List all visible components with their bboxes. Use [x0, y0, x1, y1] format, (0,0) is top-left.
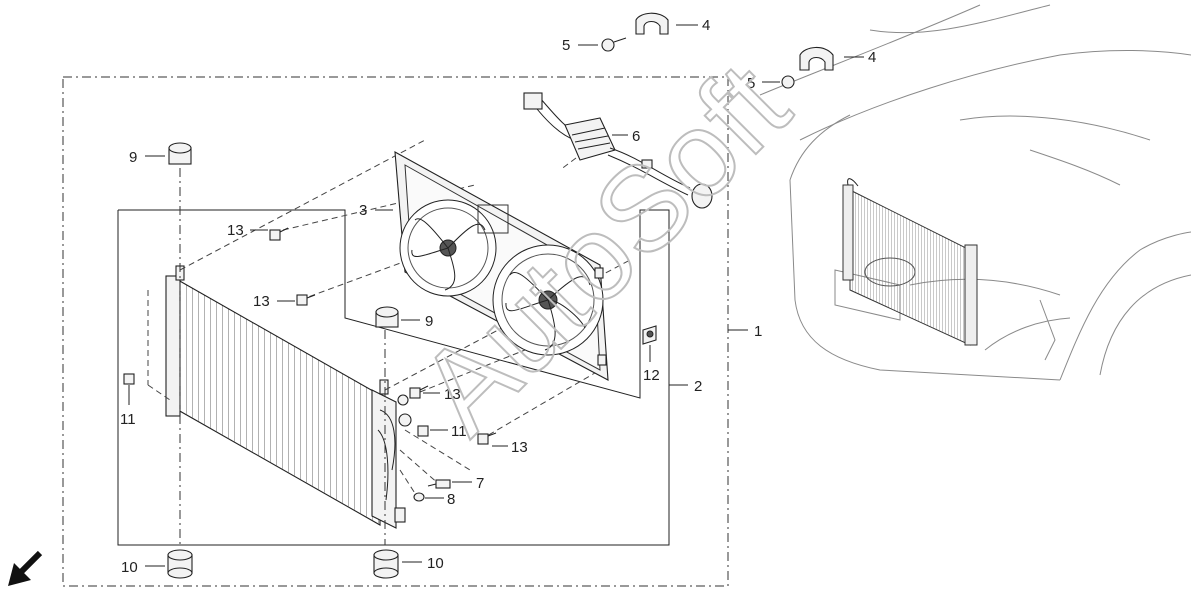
- fan-control-module: [523, 92, 713, 209]
- clip-13d: [477, 432, 497, 445]
- callout-13: 13: [444, 386, 461, 403]
- callout-4: 4: [868, 49, 876, 66]
- callout-1: 1: [754, 323, 762, 340]
- vehicle-radiator-location: [842, 178, 978, 346]
- callout-12: 12: [643, 367, 660, 384]
- bolt-5b: [781, 75, 795, 89]
- callout-9: 9: [425, 313, 433, 330]
- leader-lines: [128, 24, 864, 567]
- plug-7: [427, 479, 451, 489]
- assembly-2-frame: [117, 209, 670, 546]
- bolt-5a: [601, 37, 627, 52]
- bracket-4a: [635, 12, 669, 35]
- fan-shroud: [394, 151, 609, 381]
- vehicle-outline: [759, 4, 1191, 381]
- clip-11b: [417, 425, 429, 437]
- mount-9a: [168, 142, 192, 165]
- callout-10: 10: [121, 559, 138, 576]
- mount-9b: [375, 306, 399, 328]
- callout-labels: 4 5 4 5 6 9 3 13 13 9 1 12 2 11 13 11 13…: [120, 17, 876, 576]
- bracket-4b: [799, 46, 834, 71]
- mount-10a: [167, 549, 193, 579]
- callout-6: 6: [632, 128, 640, 145]
- callout-9: 9: [129, 149, 137, 166]
- callout-4: 4: [702, 17, 710, 34]
- clip-13b: [296, 294, 316, 306]
- callout-13: 13: [511, 439, 528, 456]
- clip-13c: [409, 385, 429, 399]
- clip-13a: [269, 227, 289, 241]
- front-direction-arrow-icon: [8, 550, 43, 586]
- grommet-12: [642, 325, 657, 345]
- callout-2: 2: [694, 378, 702, 395]
- callout-13: 13: [253, 293, 270, 310]
- callout-5: 5: [562, 37, 570, 54]
- radiator: [165, 265, 412, 529]
- callout-3: 3: [359, 202, 367, 219]
- callout-13: 13: [227, 222, 244, 239]
- seal-8: [413, 492, 425, 502]
- callout-11: 11: [451, 423, 467, 440]
- mount-10b: [373, 549, 399, 579]
- clip-11a: [123, 373, 135, 385]
- callout-7: 7: [476, 475, 484, 492]
- callout-5: 5: [747, 75, 755, 92]
- callout-8: 8: [447, 491, 455, 508]
- callout-11: 11: [120, 411, 136, 428]
- callout-10: 10: [427, 555, 444, 572]
- assembly-1-frame: [62, 76, 729, 587]
